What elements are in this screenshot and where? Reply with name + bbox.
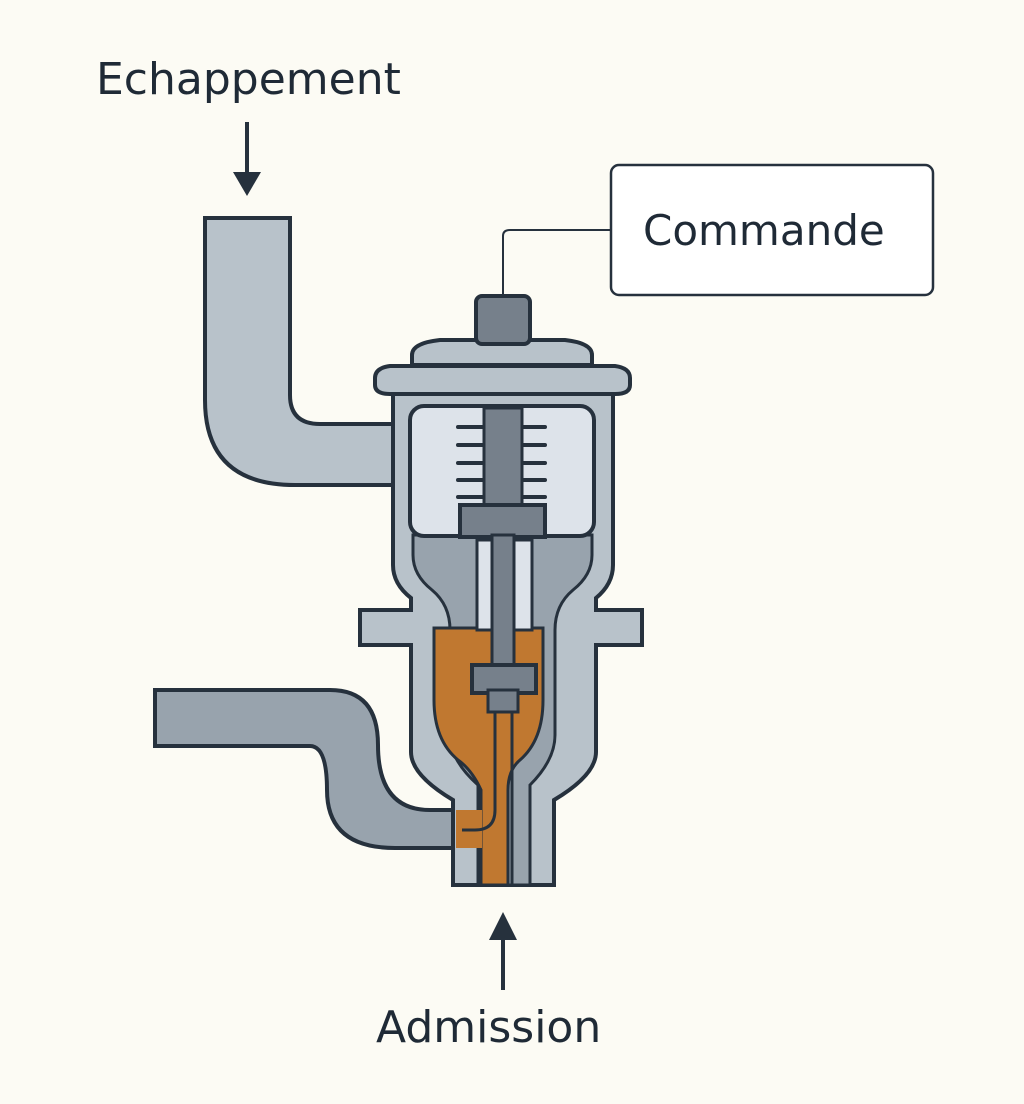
spring-guide [482,406,524,510]
cap-dome [410,338,594,367]
command-box [609,163,935,297]
exhaust-arrow [233,122,261,196]
exhaust-label: Echappement [96,54,401,105]
piston [458,503,547,539]
stem-tip [486,688,520,714]
control-knob [474,294,532,346]
intake-label: Admission [376,1002,602,1053]
valve-cap [373,364,632,396]
valve-stem [490,533,516,672]
command-leader [502,229,611,296]
exhaust-pipe [203,216,402,487]
intake-arrow [489,912,517,990]
intake-channel [462,712,497,832]
command-label: Commande [643,206,885,255]
